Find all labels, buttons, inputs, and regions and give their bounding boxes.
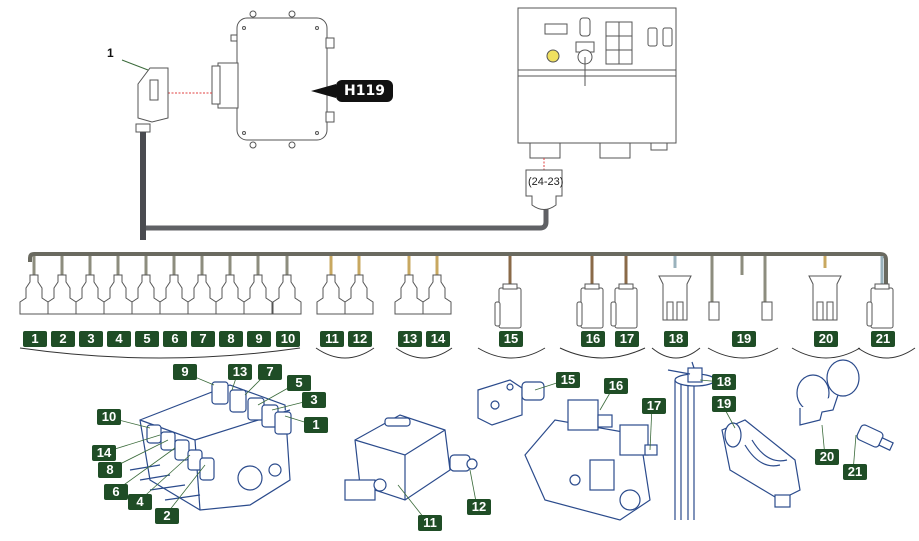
connector-10 — [272, 274, 302, 315]
bracket-5 — [651, 347, 701, 359]
part-tag-11: 11 — [418, 515, 442, 531]
connector-6 — [159, 274, 189, 315]
bracket-1 — [315, 347, 375, 359]
part-tag-6: 6 — [104, 484, 128, 500]
console-plug — [525, 169, 563, 210]
connector-tag-14: 14 — [426, 331, 450, 347]
connector-tag-7: 7 — [191, 331, 215, 347]
connector-17 — [610, 283, 638, 329]
connector-21 — [866, 283, 894, 329]
connector-tag-2: 2 — [51, 331, 75, 347]
part-tag-15: 15 — [556, 372, 580, 388]
console-harness — [146, 194, 549, 231]
solenoid-valve — [477, 379, 545, 426]
connector-18 — [658, 275, 692, 321]
bracket-3 — [477, 347, 546, 359]
connector-tag-20: 20 — [814, 331, 838, 347]
connector-tag-1: 1 — [23, 331, 47, 347]
connector-13 — [394, 274, 424, 315]
bracket-4 — [559, 347, 646, 359]
part-tag-7: 7 — [258, 364, 282, 380]
bracket-6 — [707, 347, 779, 359]
connector-19 — [708, 301, 773, 321]
connector-7 — [187, 274, 217, 315]
part-tag-3: 3 — [302, 392, 326, 408]
h119-pointer — [311, 84, 336, 98]
connector-tag-11: 11 — [320, 331, 344, 347]
connector-4 — [103, 274, 133, 315]
harness-bus — [28, 252, 888, 285]
part-tag-10: 10 — [97, 409, 121, 425]
connector-15 — [494, 283, 522, 329]
label-1-leader — [121, 59, 149, 71]
ecu-module — [211, 10, 335, 149]
part-tag-14: 14 — [92, 445, 116, 461]
part-tag-5: 5 — [287, 375, 311, 391]
connector-tag-5: 5 — [135, 331, 159, 347]
part-tag-21: 21 — [843, 464, 867, 480]
connector-tag-8: 8 — [219, 331, 243, 347]
part-tag-20: 20 — [815, 449, 839, 465]
part-tag-13: 13 — [228, 364, 252, 380]
branch-connectors — [19, 274, 894, 329]
part-tag-4: 4 — [128, 494, 152, 510]
part-tag-8: 8 — [98, 462, 122, 478]
part-tag-16: 16 — [604, 378, 628, 394]
connector-11 — [316, 274, 346, 315]
bracket-8 — [857, 347, 916, 359]
part-tag-9: 9 — [173, 364, 197, 380]
connector-tag-16: 16 — [581, 331, 605, 347]
fuel-level-sender — [667, 361, 716, 520]
connector-14 — [422, 274, 452, 315]
leader-2 — [164, 464, 206, 517]
connector-tag-10: 10 — [276, 331, 300, 347]
connector-tag-21: 21 — [871, 331, 895, 347]
group-brackets — [19, 347, 916, 359]
console-connector-label: (24-23) — [528, 176, 564, 188]
connector-tag-18: 18 — [664, 331, 688, 347]
bracket-0 — [19, 347, 301, 359]
connector-3 — [75, 274, 105, 315]
connector-tag-17: 17 — [615, 331, 639, 347]
control-console — [517, 7, 677, 159]
connector-tag-4: 4 — [107, 331, 131, 347]
connector-tag-19: 19 — [732, 331, 756, 347]
connector-12 — [344, 274, 374, 315]
work-lamps — [796, 359, 860, 426]
pressure-sensor — [856, 424, 894, 451]
bracket-2 — [395, 347, 453, 359]
part-tag-19: 19 — [712, 396, 736, 412]
ecu-label: H119 — [336, 80, 393, 102]
plug-label: 1 — [107, 46, 114, 60]
connector-20 — [808, 275, 842, 321]
branch-wires — [28, 252, 888, 302]
part-tag-2: 2 — [155, 508, 179, 524]
connector-tag-6: 6 — [163, 331, 187, 347]
connector-tag-13: 13 — [398, 331, 422, 347]
connector-tag-3: 3 — [79, 331, 103, 347]
connector-tag-15: 15 — [499, 331, 523, 347]
connector-1 — [19, 274, 49, 315]
auxiliary-valve — [344, 414, 478, 501]
connector-8 — [215, 274, 245, 315]
connector-tag-9: 9 — [247, 331, 271, 347]
connector-16 — [576, 283, 604, 329]
air-filter — [721, 419, 801, 508]
connector-tag-12: 12 — [348, 331, 372, 347]
bracket-7 — [791, 347, 861, 359]
part-tag-18: 18 — [712, 374, 736, 390]
main-plug — [135, 67, 169, 133]
connector-2 — [47, 274, 77, 315]
hydraulic-pump — [524, 399, 658, 521]
part-tag-12: 12 — [467, 499, 491, 515]
control-valve-block — [129, 381, 292, 511]
connector-5 — [131, 274, 161, 315]
part-tag-17: 17 — [642, 398, 666, 414]
part-tag-1: 1 — [304, 417, 328, 433]
connector-9 — [243, 274, 273, 315]
